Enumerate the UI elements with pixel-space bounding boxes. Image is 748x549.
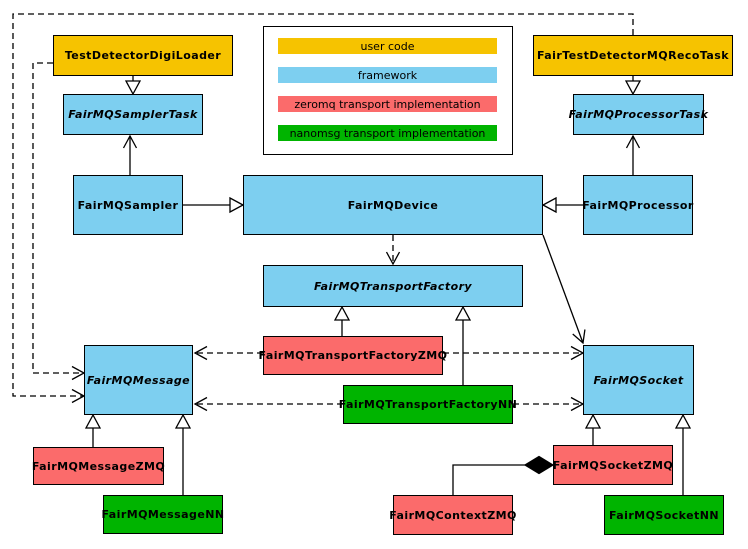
class-node-fairmq-transport-factory: FairMQTransportFactory xyxy=(263,265,523,307)
triangle-arrowhead-icon xyxy=(174,413,192,429)
class-node-fairmq-context-zmq: FairMQContextZMQ xyxy=(389,495,516,535)
legend-item-user: user code xyxy=(278,38,497,54)
triangle-arrowhead-icon xyxy=(541,196,557,214)
class-node-fairmq-message: FairMQMessage xyxy=(84,345,193,415)
chevron-arrowhead-icon xyxy=(572,329,586,345)
triangle-arrowhead-icon xyxy=(124,80,142,96)
triangle-arrowhead-icon xyxy=(674,413,692,429)
triangle-arrowhead-icon xyxy=(584,413,602,429)
triangle-arrowhead-icon xyxy=(84,413,102,429)
edge-test-detector-digi-loader-to-fairmq-message xyxy=(32,62,84,374)
edge-fairmq-context-zmq-to-fairmq-socket-zmq xyxy=(452,464,525,495)
class-node-fairmq-device: FairMQDevice xyxy=(243,175,543,235)
legend: user code framework zeromq transport imple… xyxy=(263,26,513,155)
legend-item-nanomsg: nanomsg transport implementation xyxy=(278,125,497,141)
triangle-arrowhead-icon xyxy=(624,80,642,96)
class-node-fairmq-sampler: FairMQSampler xyxy=(73,175,183,235)
class-node-fair-test-detector-mq-reco-task: FairTestDetectorMQRecoTask xyxy=(533,35,733,76)
class-node-fairmq-processor-task: FairMQProcessorTask xyxy=(569,94,708,135)
class-node-fairmq-socket-nn: FairMQSocketNN xyxy=(604,495,724,535)
edge-fair-test-detector-mq-reco-task-to-fairmq-message xyxy=(12,13,634,397)
class-node-fairmq-socket-zmq: FairMQSocketZMQ xyxy=(553,445,673,485)
chevron-arrowhead-icon xyxy=(193,345,208,361)
triangle-arrowhead-icon xyxy=(229,196,245,214)
class-node-fairmq-socket: FairMQSocket xyxy=(583,345,694,415)
class-node-fairmq-message-nn: FairMQMessageNN xyxy=(101,495,224,534)
chevron-arrowhead-icon xyxy=(385,251,401,266)
class-node-fairmq-sampler-task: FairMQSamplerTask xyxy=(63,94,203,135)
class-node-fairmq-message-zmq: FairMQMessageZMQ xyxy=(32,447,165,485)
triangle-arrowhead-icon xyxy=(333,305,351,321)
class-node-fairmq-transport-factory-zmq: FairMQTransportFactoryZMQ xyxy=(259,336,447,375)
chevron-arrowhead-icon xyxy=(193,396,208,412)
legend-item-framework: framework xyxy=(278,67,497,83)
legend-item-zeromq: zeromq transport implementation xyxy=(278,96,497,112)
class-node-fairmq-transport-factory-nn: FairMQTransportFactoryNN xyxy=(339,385,517,424)
class-node-test-detector-digi-loader: TestDetectorDigiLoader xyxy=(53,35,233,76)
triangle-arrowhead-icon xyxy=(454,305,472,321)
chevron-arrowhead-icon xyxy=(625,134,641,149)
diamond-arrowhead-icon xyxy=(523,455,555,475)
edge-fairmq-device-to-fairmq-socket xyxy=(542,234,584,344)
chevron-arrowhead-icon xyxy=(122,134,138,149)
class-node-fairmq-processor: FairMQProcessor xyxy=(582,175,693,235)
